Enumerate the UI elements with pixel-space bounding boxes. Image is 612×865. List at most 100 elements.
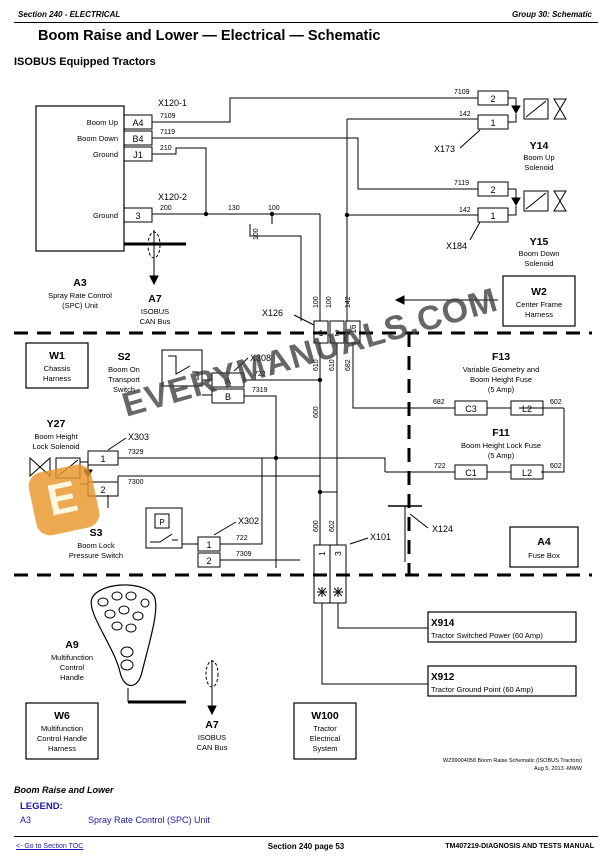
a4-fuse-box xyxy=(509,526,579,568)
x914-code: X914 xyxy=(431,618,455,629)
page-title: Boom Raise and Lower — Electrical — Sche… xyxy=(38,28,381,44)
pin-a4: A4 xyxy=(132,118,143,128)
wire-602-b: 602 xyxy=(550,463,562,470)
a3-line1: Spray Rate Control xyxy=(48,291,112,300)
y15-line1: Boom Down xyxy=(519,249,560,258)
a9-line2: Control xyxy=(60,663,85,672)
s2-code: S2 xyxy=(118,351,131,363)
page-subtitle: ISOBUS Equipped Tractors xyxy=(14,56,156,68)
f13-line3: (5 Amp) xyxy=(488,385,515,394)
connector-x173: X173 xyxy=(434,144,455,154)
a3-unit xyxy=(35,105,186,252)
a9-line3: Handle xyxy=(60,673,84,682)
pin-b4: B4 xyxy=(132,134,143,144)
drawing-ref-line2: Aug 5, 2013 -MWW xyxy=(534,766,583,772)
w2-harness-box xyxy=(394,275,576,327)
wire-100-d: 100 xyxy=(326,296,333,308)
x914-x912-wiring xyxy=(321,603,577,697)
a7b-line2: CAN Bus xyxy=(197,743,228,752)
a7b-code: A7 xyxy=(205,719,219,731)
x101-pin-3: 3 xyxy=(333,551,343,556)
legend-description[interactable]: Spray Rate Control (SPC) Unit xyxy=(88,815,211,825)
y27-code: Y27 xyxy=(47,418,66,430)
drawing-ref-line1: WZ99004058 Boom Raise Schematic (ISOBUS … xyxy=(443,758,582,764)
page-number: Section 240 page 53 xyxy=(267,842,345,851)
w2-code: W2 xyxy=(531,286,547,298)
w1-line1: Chassis xyxy=(44,364,71,373)
wire-142-c: 142 xyxy=(345,296,352,308)
s3-line2: Pressure Switch xyxy=(69,551,123,560)
x912-line1: Tractor Ground Point (60 Amp) xyxy=(431,685,534,694)
x126-pin-1: 1 xyxy=(319,328,324,338)
w6-line2: Control Handle xyxy=(37,734,87,743)
wire-722-b: 722 xyxy=(434,463,446,470)
a3-code: A3 xyxy=(73,277,87,289)
w1-line2: Harness xyxy=(43,374,71,383)
section-toc-link[interactable]: <- Go to Section TOC xyxy=(16,843,84,850)
y14-line2: Solenoid xyxy=(524,163,553,172)
x308-pin-b: B xyxy=(225,392,231,402)
w100-box xyxy=(293,702,357,760)
connector-x124: X124 xyxy=(432,524,453,534)
wire-142-a: 142 xyxy=(459,111,471,118)
a3-line2: (SPC) Unit xyxy=(62,301,99,310)
a7-can-bus-top xyxy=(147,230,161,286)
pin-label-boom-down: Boom Down xyxy=(77,134,118,143)
legend-code[interactable]: A3 xyxy=(20,815,32,825)
wire-7109-a: 7109 xyxy=(160,113,176,120)
f13-line1: Variable Geometry and xyxy=(463,365,540,374)
group-header: Group 30: Schematic xyxy=(511,10,592,19)
a7-code: A7 xyxy=(148,293,162,305)
x302-pin-1: 1 xyxy=(206,540,211,550)
f13-fuse xyxy=(454,400,544,416)
w6-line1: Multifunction xyxy=(41,724,83,733)
w100-code: W100 xyxy=(311,710,339,722)
x126-pin-2: 2 xyxy=(335,328,340,338)
wire-722-c: 722 xyxy=(236,535,248,542)
x184-pin-2: 2 xyxy=(490,185,495,195)
wire-130: 130 xyxy=(228,205,240,212)
w1-harness-box xyxy=(25,342,89,389)
middle-wiring xyxy=(107,343,565,568)
wire-200: 200 xyxy=(160,205,172,212)
w100-line1: Tractor xyxy=(313,724,337,733)
fuse-pin-l2-b: L2 xyxy=(522,468,532,478)
handle-icon xyxy=(90,584,186,704)
y15-solenoid xyxy=(469,181,567,241)
s3-pressure-switch xyxy=(145,507,237,568)
f11-line1: Boom Height Lock Fuse xyxy=(461,441,541,450)
connector-x303: X303 xyxy=(128,432,149,442)
wire-7309: 7309 xyxy=(236,551,252,558)
fuse-pin-c3: C3 xyxy=(465,404,477,414)
legend-title: LEGEND: xyxy=(20,801,63,812)
x303-pin-2: 2 xyxy=(100,485,105,495)
figure-caption: Boom Raise and Lower xyxy=(14,785,114,795)
connector-x101: X101 xyxy=(370,532,391,542)
a7-can-bus-bottom xyxy=(205,660,219,716)
a9-line1: Multifunction xyxy=(51,653,93,662)
f13-line2: Boom Height Fuse xyxy=(470,375,532,384)
watermark-logo: E xyxy=(26,462,102,538)
x126-pin-16: 16 xyxy=(349,324,358,333)
wire-142-b: 142 xyxy=(459,207,471,214)
w6-code: W6 xyxy=(54,710,70,722)
wire-610-a: 610 xyxy=(313,359,320,371)
connector-x120-2: X120-2 xyxy=(158,192,187,202)
wire-100-c: 100 xyxy=(313,296,320,308)
a7b-line1: ISOBUS xyxy=(198,733,226,742)
w6-line3: Harness xyxy=(48,744,76,753)
wire-7329: 7329 xyxy=(128,449,144,456)
section-header: Section 240 - ELECTRICAL xyxy=(18,10,121,19)
wire-7119-a: 7119 xyxy=(160,129,175,136)
f11-code: F11 xyxy=(492,427,510,439)
pin-3: 3 xyxy=(135,211,140,221)
a4-line1: Fuse Box xyxy=(528,551,560,560)
y15-line2: Solenoid xyxy=(524,259,553,268)
y15-code: Y15 xyxy=(530,236,549,248)
y14-line1: Boom Up xyxy=(523,153,554,162)
wire-7300: 7300 xyxy=(128,479,144,486)
wire-610-b: 610 xyxy=(329,359,336,371)
fuse-pin-c1: C1 xyxy=(465,468,477,478)
wire-210: 210 xyxy=(160,145,172,152)
